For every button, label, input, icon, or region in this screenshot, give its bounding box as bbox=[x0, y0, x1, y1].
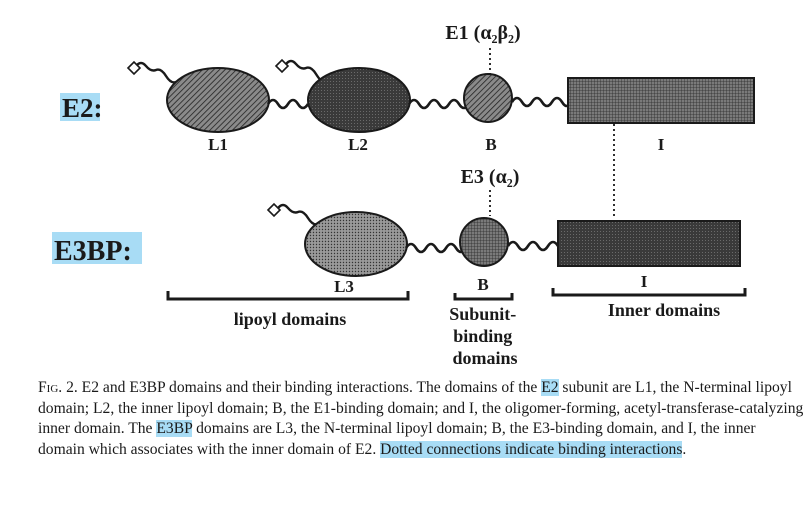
caption-highlight-dotted: Dotted connections indicate binding inte… bbox=[380, 440, 683, 458]
e2-linker-1 bbox=[266, 98, 310, 110]
caption-text-2: subunit are L1, the N-terminal lipoyl do… bbox=[38, 379, 804, 438]
caption-text-3: domains are L3, the N-terminal lipoyl do… bbox=[38, 420, 756, 458]
e3bp-label: E3BP: bbox=[54, 236, 132, 267]
e2-label-l1: L1 bbox=[208, 135, 228, 154]
e3bp-domain-l3 bbox=[304, 211, 408, 277]
inner-domains-label: Inner domains bbox=[608, 300, 720, 320]
e3bp-linker-1 bbox=[404, 242, 468, 254]
lipoyl-bracket bbox=[166, 291, 410, 301]
e2-l1-lipoyl-head bbox=[126, 60, 142, 76]
caption-highlight-e2: E2 bbox=[541, 379, 559, 396]
subunit-bracket bbox=[453, 293, 514, 301]
e2-domain-b bbox=[463, 73, 513, 123]
e3bp-l3-lipoyl-head bbox=[266, 202, 282, 218]
e2-label: E2: bbox=[62, 93, 103, 123]
e3bp-linker-2 bbox=[506, 240, 560, 252]
e3bp-label-highlight bbox=[52, 232, 142, 264]
subunit-binding-label: Subunit- binding domains bbox=[449, 304, 521, 368]
domain-diagram: E1 (α₂β₂) E2: L1 L2 B I E3 (α₂) E3BP: bbox=[52, 22, 755, 368]
e2-label-b: B bbox=[485, 135, 496, 154]
e2-domain-l1 bbox=[166, 67, 270, 133]
e2-domain-i bbox=[567, 77, 755, 124]
e1-label: E1 (α₂β₂) bbox=[445, 22, 520, 44]
e3bp-domain-i bbox=[557, 220, 741, 267]
e3bp-label-i: I bbox=[641, 272, 648, 291]
caption-text-4: . bbox=[682, 440, 687, 458]
e2-l2-tail bbox=[285, 59, 325, 84]
e2-label-l2: L2 bbox=[348, 135, 368, 154]
e3bp-domain-b bbox=[459, 217, 509, 267]
caption-highlight-e3bp: E3BP bbox=[156, 420, 193, 438]
e2-domain-l2 bbox=[307, 67, 411, 133]
e3-label: E3 (α₂) bbox=[461, 166, 520, 188]
figure-caption: Fig. 2. E2 and E3BP domains and their bi… bbox=[38, 378, 806, 460]
e2-label-i: I bbox=[658, 135, 665, 154]
lipoyl-domains-label: lipoyl domains bbox=[234, 309, 347, 329]
e2-l2-lipoyl-head bbox=[274, 58, 290, 74]
e3bp-label-b: B bbox=[477, 275, 488, 294]
e2-linker-3 bbox=[510, 96, 572, 108]
figure-label: Fig. 2. bbox=[38, 379, 78, 396]
inner-bracket bbox=[551, 288, 747, 297]
e3bp-label-l3: L3 bbox=[334, 277, 354, 296]
e2-label-highlight bbox=[60, 93, 100, 121]
caption-text-1: E2 and E3BP domains and their binding in… bbox=[77, 379, 542, 396]
